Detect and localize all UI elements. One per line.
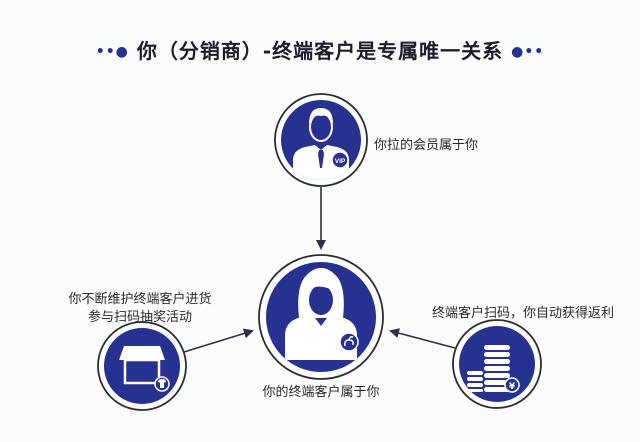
svg-text:VIP: VIP bbox=[335, 158, 346, 165]
title-text: 你（分销商）-终端客户是专属唯一关系 bbox=[136, 39, 504, 63]
svg-text:¥: ¥ bbox=[509, 382, 516, 392]
title-right-dots: ●•• bbox=[511, 44, 545, 60]
edge-left-to-center bbox=[183, 328, 254, 353]
left-node-label: 你不断维护终端客户进货 参与扫码抽奖活动 bbox=[40, 291, 240, 327]
coins-icon: ¥ bbox=[467, 345, 520, 393]
left-node-label-line2: 参与扫码抽奖活动 bbox=[87, 310, 192, 325]
top-node-label: 你拉的会员属于你 bbox=[374, 138, 479, 153]
node-left-store bbox=[97, 321, 187, 411]
title-left-dots: ••● bbox=[95, 44, 129, 60]
node-top-vip-member: VIP bbox=[274, 93, 368, 187]
node-right-coins: ¥ bbox=[452, 319, 542, 409]
center-node-label: 你的终端客户属于你 bbox=[262, 385, 380, 400]
female-customer-icon bbox=[285, 268, 359, 360]
store-icon bbox=[119, 346, 170, 392]
right-node-label: 终端客户扫码，你自动获得返利 bbox=[432, 306, 615, 321]
edge-right-to-center bbox=[389, 328, 456, 349]
diagram-title: ••● 你（分销商）-终端客户是专属唯一关系 ●•• bbox=[0, 35, 640, 64]
left-node-label-line1: 你不断维护终端客户进货 bbox=[68, 292, 212, 307]
vip-member-icon: VIP bbox=[293, 108, 349, 180]
node-center-customer bbox=[258, 254, 384, 380]
